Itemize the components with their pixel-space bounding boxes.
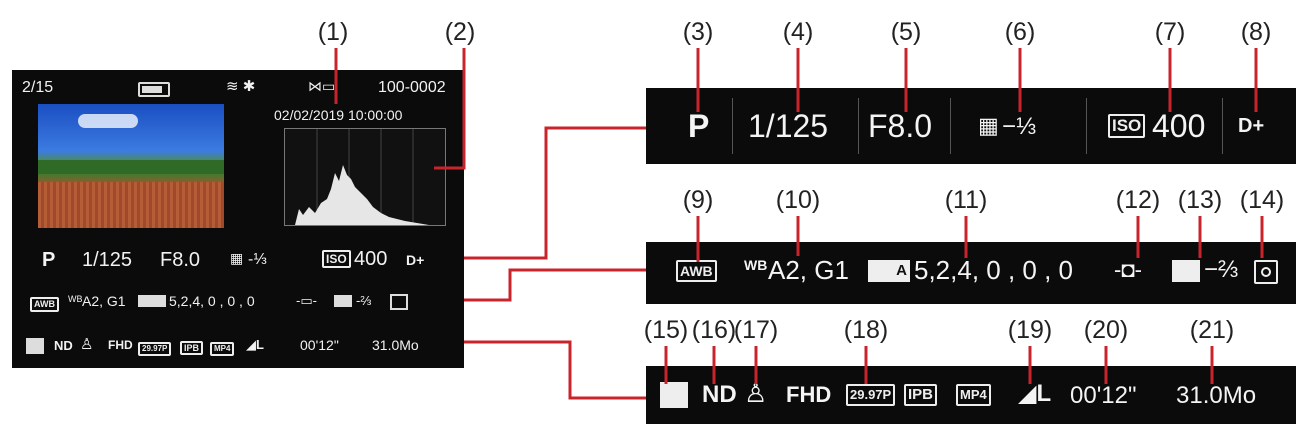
person-icon: ♙ xyxy=(744,378,768,408)
file-size: 31.0Mo xyxy=(1176,382,1257,409)
lcd-flash-comp-icon xyxy=(334,295,352,307)
compression-method: IPB xyxy=(904,384,938,406)
picture-style-icon: A xyxy=(868,260,910,282)
callout-15: (15) xyxy=(643,316,689,344)
exposure-comp-icon: ▦ xyxy=(978,113,999,138)
callout-17: (17) xyxy=(733,316,779,344)
lcd-format: MP4 xyxy=(210,338,235,356)
lcd-highlight-tone-priority: D+ xyxy=(406,252,425,268)
nd-filter: ND xyxy=(702,381,737,408)
movie-size: FHD xyxy=(786,382,832,407)
lcd-frame-rate: 29.97P xyxy=(138,338,172,356)
lcd-frame-icon xyxy=(390,294,408,310)
shooting-mode: P xyxy=(688,108,710,144)
flash-comp-icon xyxy=(1172,260,1200,282)
recording-format: MP4 xyxy=(956,384,991,406)
lcd-wb-shift-icon: WB xyxy=(68,294,83,304)
lcd-exposure-comp: -⅓ xyxy=(248,251,267,268)
lcd-creative-filter-icon xyxy=(26,338,44,354)
flash-comp-value: −⅔ xyxy=(1204,256,1239,283)
lcd-shutter-speed: 1/125 xyxy=(82,249,133,271)
callout-21: (21) xyxy=(1189,316,1235,344)
image-settings-bar: AWB WB A2, G1 A 5,2,4, 0 , 0 , 0 -◘- −⅔ xyxy=(646,242,1296,304)
lcd-recording-time: 00'12" xyxy=(300,337,339,353)
wb-shift-icon: WB xyxy=(744,257,768,273)
aperture-value: F8.0 xyxy=(868,108,933,144)
callout-3: (3) xyxy=(682,18,714,46)
callout-9: (9) xyxy=(682,186,714,214)
exposure-info-bar: P 1/125 F8.0 ▦ −⅓ ISO 400 D+ xyxy=(646,88,1296,164)
metering-mode-icon: -◘- xyxy=(1114,257,1142,282)
histogram xyxy=(284,128,446,226)
iso-value: 400 xyxy=(1152,108,1206,144)
thumbnail-image xyxy=(38,104,224,228)
callout-7: (7) xyxy=(1154,18,1186,46)
image-quality: ◢L xyxy=(1018,380,1052,407)
camera-lcd-screen: 2/15 ≋ ✱ ⋈▭ 100-0002 02/02/2019 10:00:00… xyxy=(12,70,464,368)
callout-8: (8) xyxy=(1240,18,1272,46)
lcd-nd-filter: ND xyxy=(54,338,73,353)
lcd-iso-value: 400 xyxy=(354,248,388,270)
lcd-aperture: F8.0 xyxy=(160,249,201,271)
iso-icon: ISO xyxy=(1108,114,1146,138)
lcd-compression: IPB xyxy=(180,338,204,356)
creative-filter-icon xyxy=(660,382,688,408)
lcd-person-icon: ♙ xyxy=(80,336,94,353)
lcd-shooting-mode: P xyxy=(42,249,56,271)
lcd-movie-size: FHD xyxy=(108,338,133,352)
frame-counter: 2/15 xyxy=(22,79,54,96)
wb-correction: A2, G1 xyxy=(768,255,849,285)
lcd-picture-style-settings: 5,2,4, 0 , 0 , 0 xyxy=(169,293,255,309)
wifi-bluetooth-icon: ≋ ✱ xyxy=(226,78,256,95)
lcd-picture-style-icon xyxy=(138,295,166,307)
callout-5: (5) xyxy=(890,18,922,46)
white-balance-icon: AWB xyxy=(676,260,717,282)
lcd-flash-comp: -⅔ xyxy=(356,293,372,308)
picture-style-settings: 5,2,4, 0 , 0 , 0 xyxy=(914,255,1073,285)
exposure-comp-value: −⅓ xyxy=(1002,113,1037,140)
callout-13: (13) xyxy=(1177,186,1223,214)
recording-time: 00'12" xyxy=(1070,382,1137,409)
battery-icon xyxy=(138,82,170,97)
protect-rating-icon: ⋈▭ xyxy=(308,78,336,94)
highlight-tone-priority: D+ xyxy=(1238,115,1265,137)
shutter-speed: 1/125 xyxy=(748,108,829,144)
lcd-wb-correction: A2, G1 xyxy=(82,293,126,309)
movie-info-bar: ND ♙ FHD 29.97P IPB MP4 ◢L 00'12" 31.0Mo xyxy=(646,366,1296,424)
lcd-iso-icon: ISO xyxy=(322,250,351,268)
lcd-exposure-comp-icon: ▦ xyxy=(230,250,244,266)
histogram-graph xyxy=(295,129,429,225)
callout-20: (20) xyxy=(1083,316,1129,344)
lcd-white-balance-icon: AWB xyxy=(30,294,59,312)
callout-19: (19) xyxy=(1007,316,1053,344)
lcd-image-quality: ◢L xyxy=(246,337,264,352)
frame-rate: 29.97P xyxy=(846,384,896,406)
callout-12: (12) xyxy=(1115,186,1161,214)
lcd-file-size: 31.0Mo xyxy=(372,337,419,353)
shooting-datetime: 02/02/2019 10:00:00 xyxy=(274,107,403,123)
folder-file-number: 100-0002 xyxy=(378,79,446,96)
callout-16: (16) xyxy=(691,316,737,344)
lcd-metering-icon: -▭- xyxy=(296,293,317,308)
metering-frame-icon xyxy=(1254,260,1278,284)
callout-14: (14) xyxy=(1239,186,1285,214)
callout-18: (18) xyxy=(843,316,889,344)
callout-10: (10) xyxy=(775,186,821,214)
callout-11: (11) xyxy=(944,186,988,214)
callout-1: (1) xyxy=(317,18,349,46)
callout-2: (2) xyxy=(444,18,476,46)
callout-4: (4) xyxy=(782,18,814,46)
callout-6: (6) xyxy=(1004,18,1036,46)
